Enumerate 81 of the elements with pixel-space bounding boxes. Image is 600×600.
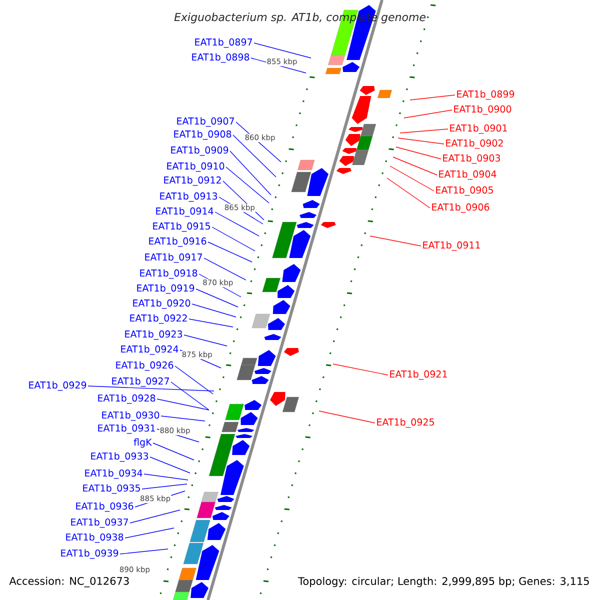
leader-line [174,366,214,394]
leader-line [404,110,452,118]
leader-line [226,166,270,204]
gene-label: EAT1b_0929 [29,381,86,391]
gene-label: EAT1b_0900 [454,105,512,115]
gene-label: EAT1b_0928 [98,394,156,404]
leader-line [370,236,422,246]
leader-line [160,416,206,422]
leader-line [386,178,430,208]
leader-line [392,156,438,176]
leader-line [184,334,228,346]
gene-label: EAT1b_0902 [446,139,503,149]
gene-label: EAT1b_0927 [112,377,169,387]
gene-label: EAT1b_0926 [116,361,174,371]
gene-label: EAT1b_0909 [171,146,228,156]
leader-line [152,442,194,460]
leader-line [204,258,246,280]
leader-line [318,410,376,424]
gene-label: EAT1b_0936 [76,502,134,512]
gene-label: EAT1b_0904 [439,170,496,180]
gene-label: EAT1b_0916 [149,237,206,247]
gene-label: EAT1b_0911 [423,241,480,251]
gene-label: EAT1b_0910 [167,162,224,172]
leader-line [208,242,252,262]
gene-label: EAT1b_0903 [443,154,500,164]
leader-line [130,510,180,524]
leader-line [390,166,434,192]
gene-label: EAT1b_0905 [436,186,493,196]
gene-label: EAT1b_0906 [432,203,490,213]
leader-line [124,528,174,538]
gene-label: EAT1b_0913 [160,192,218,202]
leader-line [156,398,210,410]
gene-label: EAT1b_0920 [133,299,190,309]
leader-line [230,150,272,196]
leader-line [232,134,276,178]
leader-line [188,318,234,328]
leader-line [396,146,442,160]
leader-line [144,474,188,480]
gene-label: EAT1b_0938 [66,533,124,543]
gene-label: EAT1b_0918 [140,269,198,279]
leader-line [332,364,388,376]
gene-label: EAT1b_0914 [156,207,214,217]
leader-line [150,456,190,474]
gene-label: flgK [134,438,152,448]
leader-line [410,94,456,100]
gene-label: EAT1b_0908 [174,130,232,140]
gene-label: EAT1b_0907 [177,117,234,127]
gene-label: EAT1b_0935 [83,484,140,494]
gene-label: EAT1b_0930 [102,411,160,421]
gene-label: EAT1b_0898 [192,53,250,63]
leader-line [398,138,444,144]
gene-label: EAT1b_0912 [164,176,221,186]
gene-label: EAT1b_0919 [137,284,194,294]
gene-label: EAT1b_0937 [71,518,128,528]
gene-label: EAT1b_0924 [121,345,178,355]
leader-line [142,484,188,490]
leader-line [170,382,210,410]
gene-label: EAT1b_0925 [377,418,434,428]
leader-line [214,212,260,236]
leader-line [88,386,214,392]
leader-line [212,226,256,252]
leader-line [196,288,238,308]
gene-label: EAT1b_0901 [450,124,507,134]
gene-label: EAT1b_0939 [61,549,118,559]
gene-label: EAT1b_0915 [153,222,210,232]
genome-info-text: Topology: circular; Length: 2,999,895 bp; Genes: 3,115 [298,576,589,588]
title: Exiguobacterium sp. AT1b, complete genome [174,12,426,24]
gene-label: EAT1b_0931 [98,424,155,434]
gene-label: EAT1b_0897 [195,38,252,48]
gene-label: EAT1b_0923 [125,330,182,340]
gene-label: EAT1b_0899 [457,90,514,100]
gene-label: EAT1b_0933 [91,452,148,462]
accession-text: Accession: NC_012673 [9,576,129,588]
gene-label: EAT1b_0921 [390,370,447,380]
leader-line [120,548,168,554]
leader-line [192,304,236,318]
gene-label: EAT1b_0917 [145,253,202,263]
gene-label: EAT1b_0934 [85,469,142,479]
leader-line [254,42,312,58]
leader-line [400,128,448,134]
gene-label: EAT1b_0922 [130,314,187,324]
